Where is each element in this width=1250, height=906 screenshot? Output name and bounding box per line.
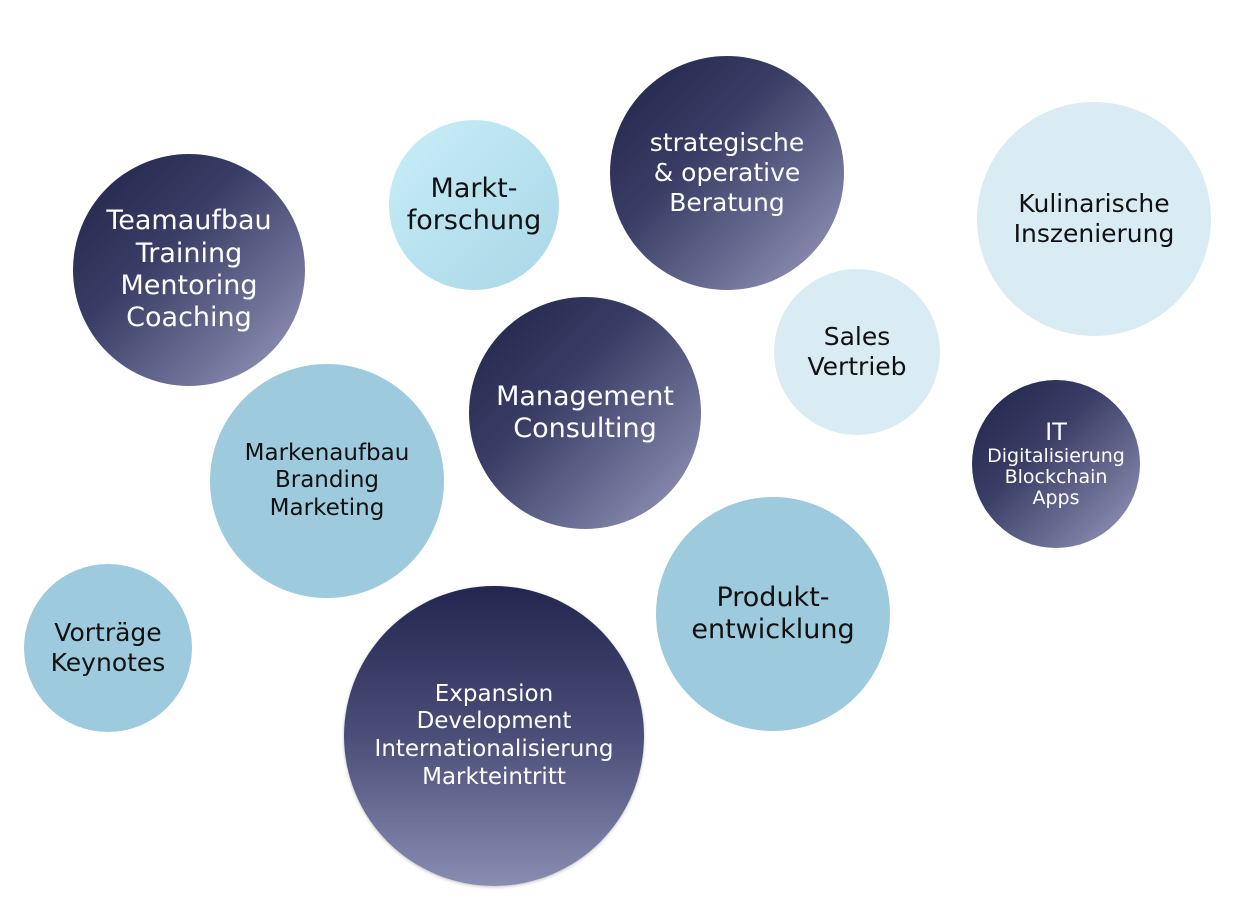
bubble-line: Kulinarische — [1018, 189, 1170, 218]
bubble-line: & operative — [653, 158, 801, 187]
bubble-line: Markenaufbau — [244, 439, 410, 466]
bubble-line: Coaching — [126, 302, 252, 334]
bubble-line: Expansion — [434, 680, 554, 707]
bubble-line: IT — [1045, 418, 1067, 447]
bubble-line: Produkt- — [716, 581, 830, 613]
bubble-line: Development — [416, 708, 572, 735]
bubble-line: Inszenierung — [1013, 219, 1175, 248]
bubble-line: Keynotes — [50, 648, 166, 677]
bubble-line: Apps — [1032, 486, 1080, 509]
bubble-line: Sales — [823, 322, 891, 351]
bubble-line: Consulting — [513, 413, 657, 444]
bubble-line: Management — [496, 380, 674, 412]
bubble-marktforschung: Markt-forschung — [389, 120, 559, 290]
bubble-line: Vertrieb — [807, 352, 907, 381]
bubble-line: Blockchain — [1004, 465, 1108, 488]
bubble-produkt: Produkt-entwicklung — [656, 497, 890, 731]
bubble-line: strategische — [649, 128, 805, 157]
bubble-line: Marketing — [269, 494, 385, 521]
bubble-line: Mentoring — [120, 270, 258, 301]
bubble-line: entwicklung — [691, 614, 855, 645]
bubble-line: Vorträge — [54, 618, 162, 647]
bubble-line: Markt- — [430, 172, 518, 204]
bubble-line: Markteintritt — [422, 763, 566, 790]
bubble-line: Branding — [274, 467, 380, 494]
bubble-line: Beratung — [669, 188, 785, 217]
bubble-line: Training — [135, 237, 243, 269]
bubble-line: Internationalisierung — [374, 736, 614, 762]
bubble-line: Digitalisierung — [987, 444, 1125, 467]
bubble-line: forschung — [406, 205, 542, 236]
bubble-line: Teamaufbau — [106, 205, 272, 237]
